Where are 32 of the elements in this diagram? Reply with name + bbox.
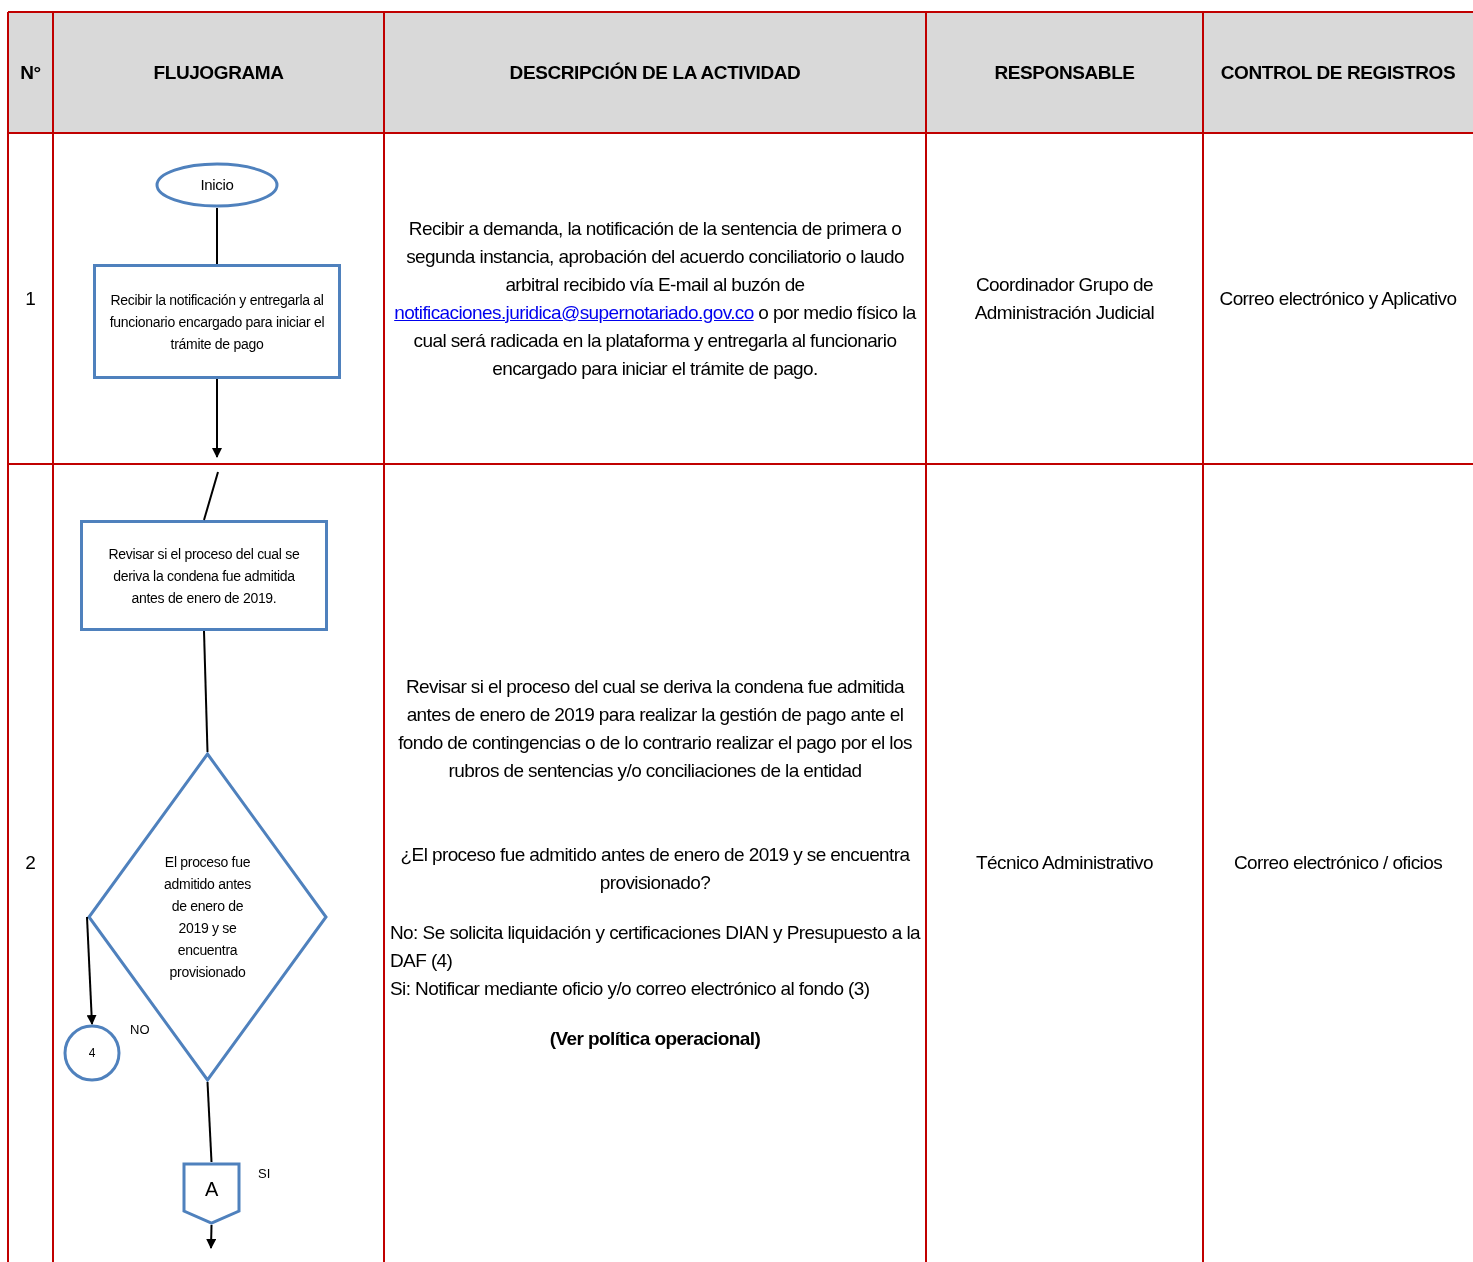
record-text: Correo electrónico y Aplicativo [1219,286,1457,311]
email-link: notificaciones.juridica@supernotariado.gov.co [394,301,754,323]
row-number: 1 [25,287,36,310]
arrow [206,1224,217,1249]
column-header: FLUJOGRAMA [153,61,284,84]
arrow [86,916,97,1025]
process-box: Recibir la notificación y entregarla al funcionario encargado para iniciar el trámite de pago [93,264,341,379]
edge-label: SI [258,1166,271,1181]
note-text: (Ver política operacional) [548,1027,762,1051]
edge-label: NO [130,1022,150,1037]
connector-circle: 4 [63,1024,121,1082]
column-header: DESCRIPCIÓN DE LA ACTIVIDAD [509,61,801,84]
connector-line [206,1081,213,1163]
process-box: Revisar si el proceso del cual se deriva la condena fue admitida antes de enero de 2019. [80,520,328,631]
connector-line [203,471,219,521]
responsible-text: Técnico Administrativo [976,851,1153,875]
column-header: RESPONSABLE [994,61,1135,84]
question-text: ¿El proceso fue admitido antes de enero de 2019 y se encuentra provisionado? [399,843,911,895]
description-text: Revisar si el proceso del cual se deriva la condena fue admitida antes de enero de 2019 para realizar la gestión de pago ante el fondo de contingencias o de lo contrario realizar el pago por el los rubros de sentencias y/o conciliaciones de la entidad [397,675,913,783]
row-number: 2 [25,852,36,874]
column-header: N° [20,61,41,84]
start-ellipse: Inicio [155,162,279,208]
answer-text: Si: Notificar mediante oficio y/o correo electrónico al fondo (3) [390,977,871,1001]
connector-line [203,630,209,753]
arrow [212,378,222,458]
column-header: CONTROL DE REGISTROS [1220,61,1456,84]
answer-text: No: Se solicita liquidación y certificaciones DIAN y Presupuesto a la DAF (4) [390,921,920,973]
offpage-connector: A [182,1162,241,1225]
responsible-text: Coordinador Grupo de Administración Judicial [973,272,1156,325]
record-text: Correo electrónico / oficios [1233,851,1443,875]
description-text: Recibir a demanda, la notificación de la sentencia de primera o segunda instancia, aprobación del acuerdo conciliatorio o laudo arbitral recibido vía E-mail al buzón de notificaciones.juridica@supernotariado.gov.co o por medio físico la cual será radicada en la plataforma y entregarla al funcionario encargado para iniciar el trámite de pago. [393,216,918,381]
connector-line [216,207,218,265]
